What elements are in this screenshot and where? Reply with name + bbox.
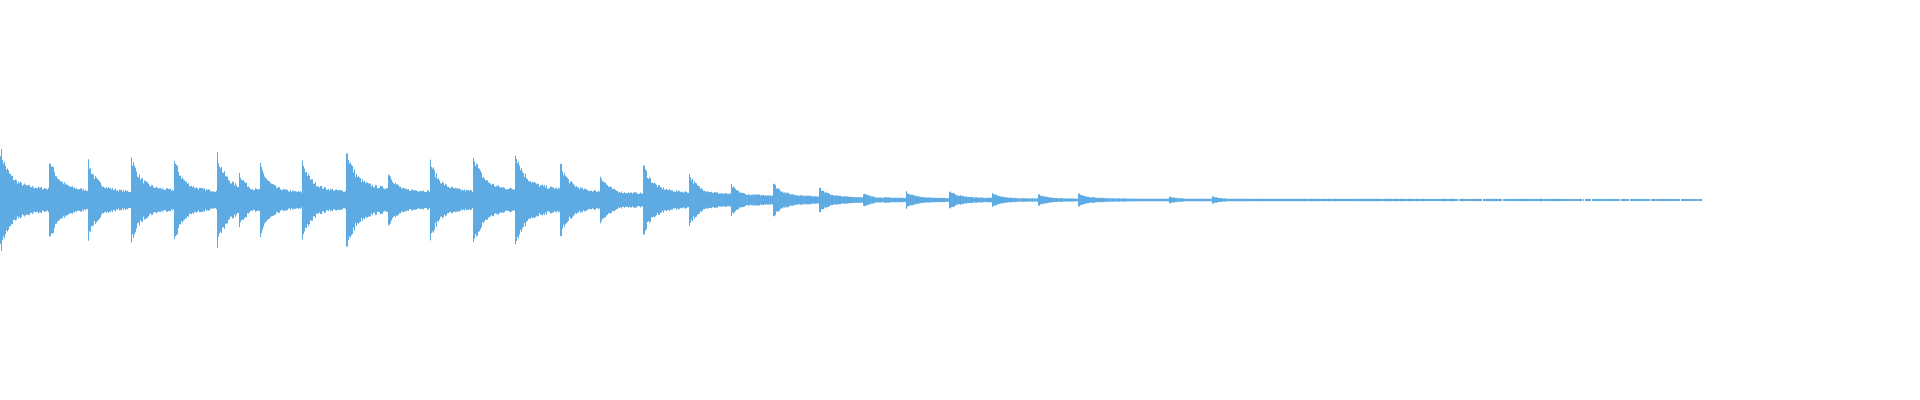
waveform-bars: [0, 149, 1702, 251]
waveform-path: [0, 149, 1702, 251]
